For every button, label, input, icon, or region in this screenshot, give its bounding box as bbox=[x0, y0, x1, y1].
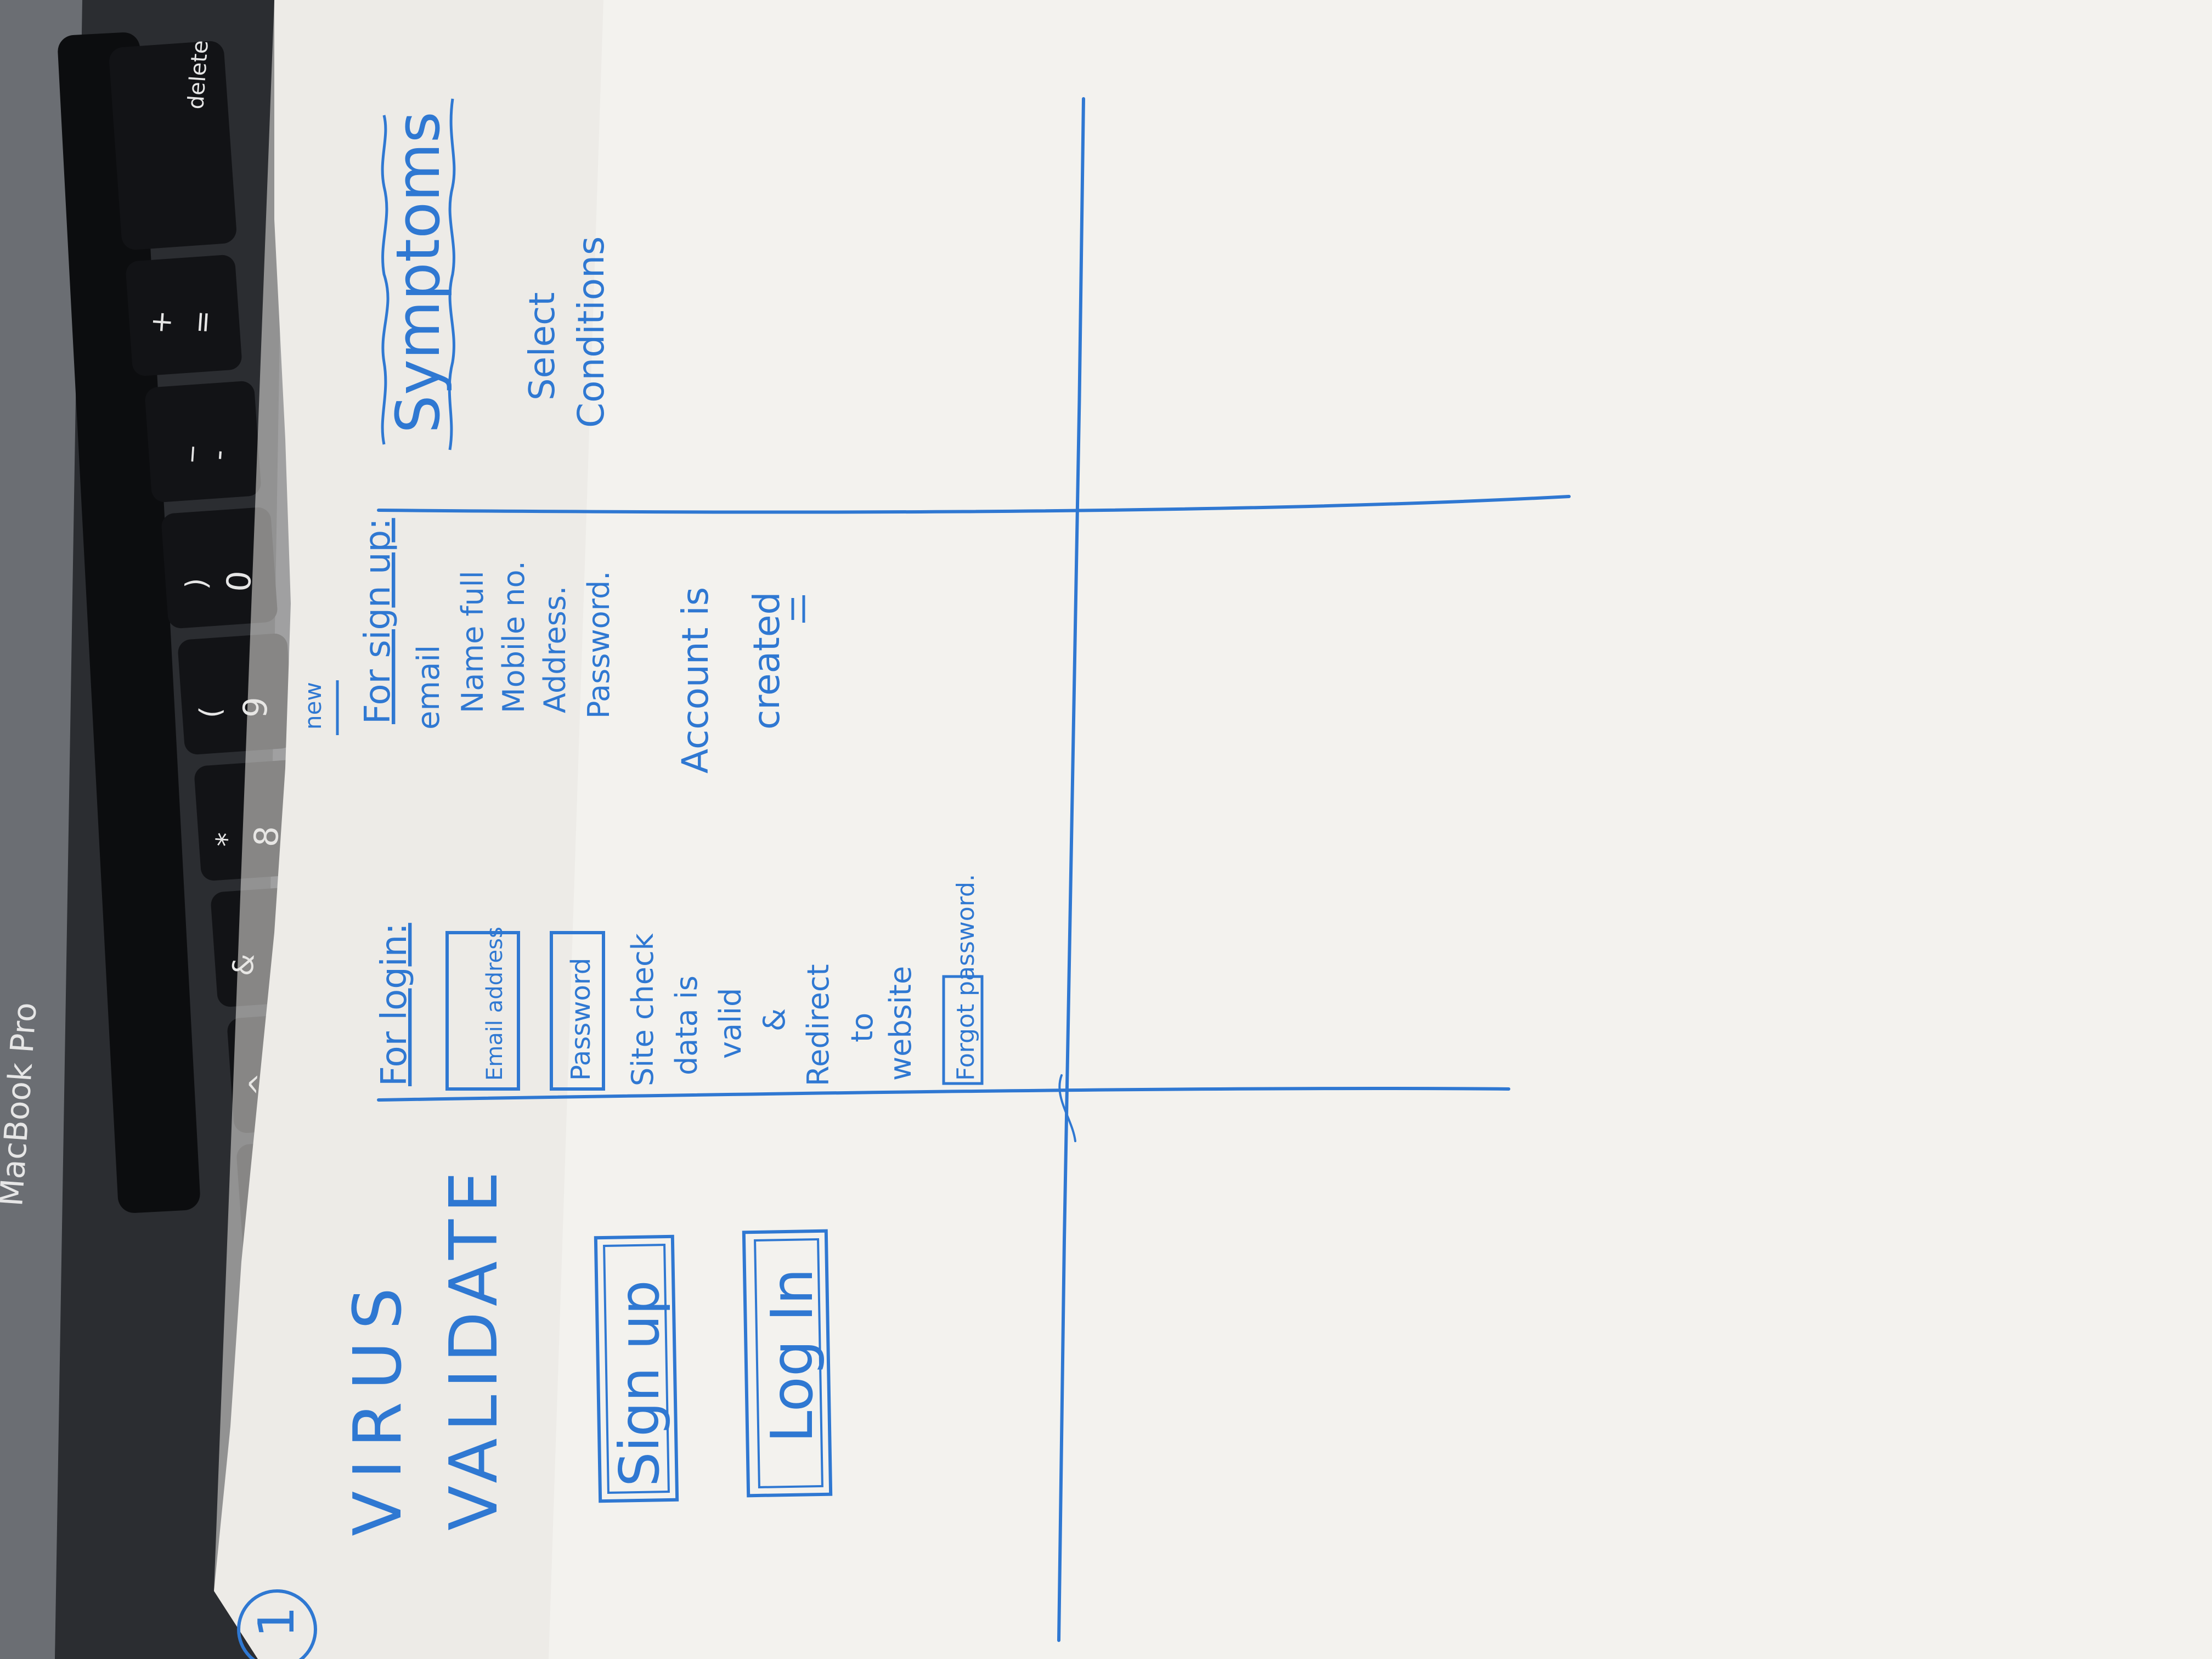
signup-field-password: Password. bbox=[582, 571, 616, 719]
symptoms-brace-outline bbox=[381, 98, 456, 450]
key-eight-alt: * bbox=[210, 832, 244, 848]
symptoms-subtext-line1: Select bbox=[522, 292, 563, 400]
login-note-2: data is bbox=[669, 975, 704, 1075]
key-equals: = bbox=[185, 309, 220, 335]
signup-section: new For sign up: email Name full Mobile … bbox=[300, 518, 805, 774]
app-title-line1: VIRUS bbox=[340, 1276, 416, 1536]
signup-field-address: Address. bbox=[538, 586, 572, 713]
login-heading: For login: bbox=[374, 923, 415, 1086]
login-note-4: & bbox=[757, 1008, 792, 1031]
login-note-6: to bbox=[845, 1013, 879, 1042]
log-in-button[interactable]: Log In bbox=[742, 1229, 833, 1498]
login-note-1: Site check bbox=[625, 933, 660, 1086]
log-in-button-label: Log In bbox=[759, 1268, 826, 1443]
vertical-divider-bottom bbox=[377, 1087, 1510, 1102]
password-field-label: Password bbox=[566, 958, 596, 1081]
forgot-password-label: Forgot password. bbox=[952, 874, 980, 1081]
signup-field-mobile: Mobile no. bbox=[496, 561, 531, 713]
forgot-password-link[interactable]: Forgot password. bbox=[942, 874, 984, 1085]
signup-field-email: email bbox=[411, 645, 447, 730]
sign-up-button-label: Sign up bbox=[607, 1280, 672, 1487]
password-field-box[interactable] bbox=[550, 931, 605, 1091]
page-number-marker: 1 bbox=[237, 1589, 317, 1659]
sign-up-button[interactable]: Sign up bbox=[594, 1234, 679, 1503]
login-note-3: valid bbox=[713, 988, 748, 1059]
symptoms-section: Symptoms Select Conditions bbox=[381, 98, 612, 450]
key-equals-alt: + bbox=[144, 309, 179, 335]
symptoms-subtext-line2: Conditions bbox=[570, 236, 612, 428]
key-zero-alt: ) bbox=[180, 577, 213, 590]
signup-result-line2: created bbox=[746, 592, 788, 730]
signup-result-line1: Account is bbox=[674, 587, 716, 774]
symptoms-heading: Symptoms bbox=[383, 111, 453, 433]
signup-field-name: Name full bbox=[455, 571, 490, 713]
key-minus: - bbox=[202, 449, 235, 461]
email-field-label: Email address bbox=[482, 927, 507, 1081]
login-section: For login: Email address Password Site c… bbox=[374, 874, 984, 1091]
signup-heading: For sign up: bbox=[358, 518, 398, 724]
key-nine-alt: ( bbox=[194, 706, 227, 719]
vertical-divider-top bbox=[377, 495, 1571, 514]
horizontal-divider-line bbox=[1057, 97, 1085, 1642]
page-number: 1 bbox=[248, 1606, 306, 1638]
key-delete: delete bbox=[183, 40, 213, 110]
signup-annotation: new bbox=[300, 682, 326, 730]
app-title-line2: VALIDATE bbox=[436, 1165, 512, 1531]
login-note-7: website bbox=[883, 966, 918, 1081]
paper-sheet bbox=[214, 0, 2212, 1659]
key-minus-alt: _ bbox=[161, 444, 195, 462]
email-field-box[interactable] bbox=[445, 931, 520, 1091]
login-note-5: Redirect bbox=[801, 964, 836, 1086]
sketch-grid-lines bbox=[377, 97, 1571, 1642]
